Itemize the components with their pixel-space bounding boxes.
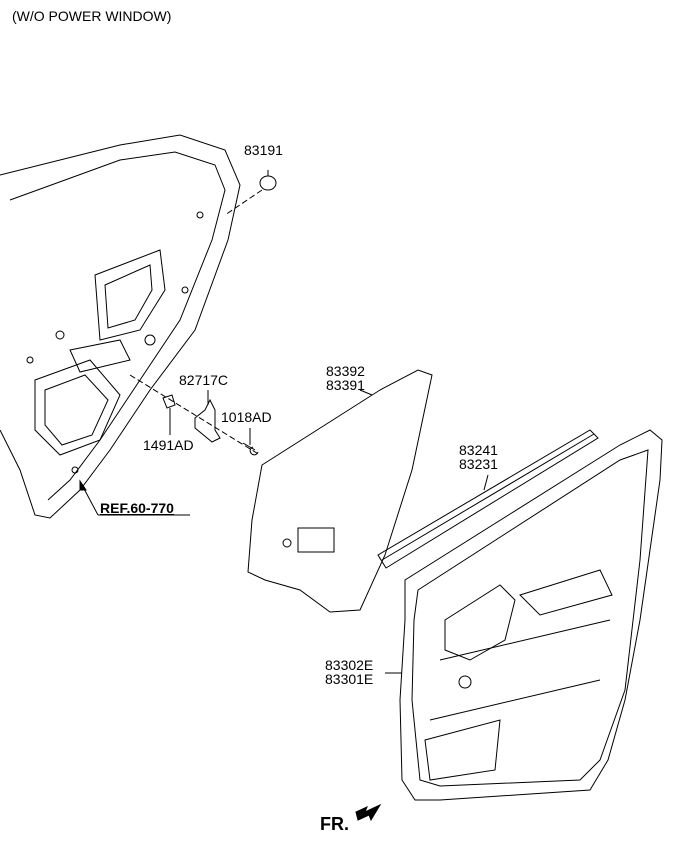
label-1018AD: 1018AD bbox=[221, 409, 272, 425]
front-direction-label: FR. bbox=[320, 814, 349, 834]
label-1491AD: 1491AD bbox=[143, 437, 194, 453]
bracket-82717C bbox=[194, 398, 221, 443]
reference-link[interactable]: REF.60-770 bbox=[100, 500, 174, 516]
screw-1018AD bbox=[242, 442, 259, 456]
label-83231: 83231 bbox=[459, 456, 498, 472]
seal-sheet-83392 bbox=[247, 369, 433, 613]
label-82717C: 82717C bbox=[179, 372, 229, 388]
label-83302E: 83302E bbox=[325, 657, 374, 673]
door-trim-panel-83302E bbox=[399, 429, 663, 801]
door-inner-panel bbox=[0, 134, 241, 519]
label-83392: 83392 bbox=[326, 363, 365, 379]
weatherstrip-83241 bbox=[377, 429, 599, 569]
label-83191: 83191 bbox=[244, 142, 283, 158]
label-83241: 83241 bbox=[459, 442, 498, 458]
label-83301E: 83301E bbox=[325, 671, 374, 687]
cap-83191 bbox=[259, 175, 277, 191]
front-arrow-icon bbox=[355, 803, 382, 822]
label-83391: 83391 bbox=[326, 377, 365, 393]
clip-1491AD bbox=[162, 394, 176, 409]
diagram-title: (W/O POWER WINDOW) bbox=[12, 8, 172, 24]
